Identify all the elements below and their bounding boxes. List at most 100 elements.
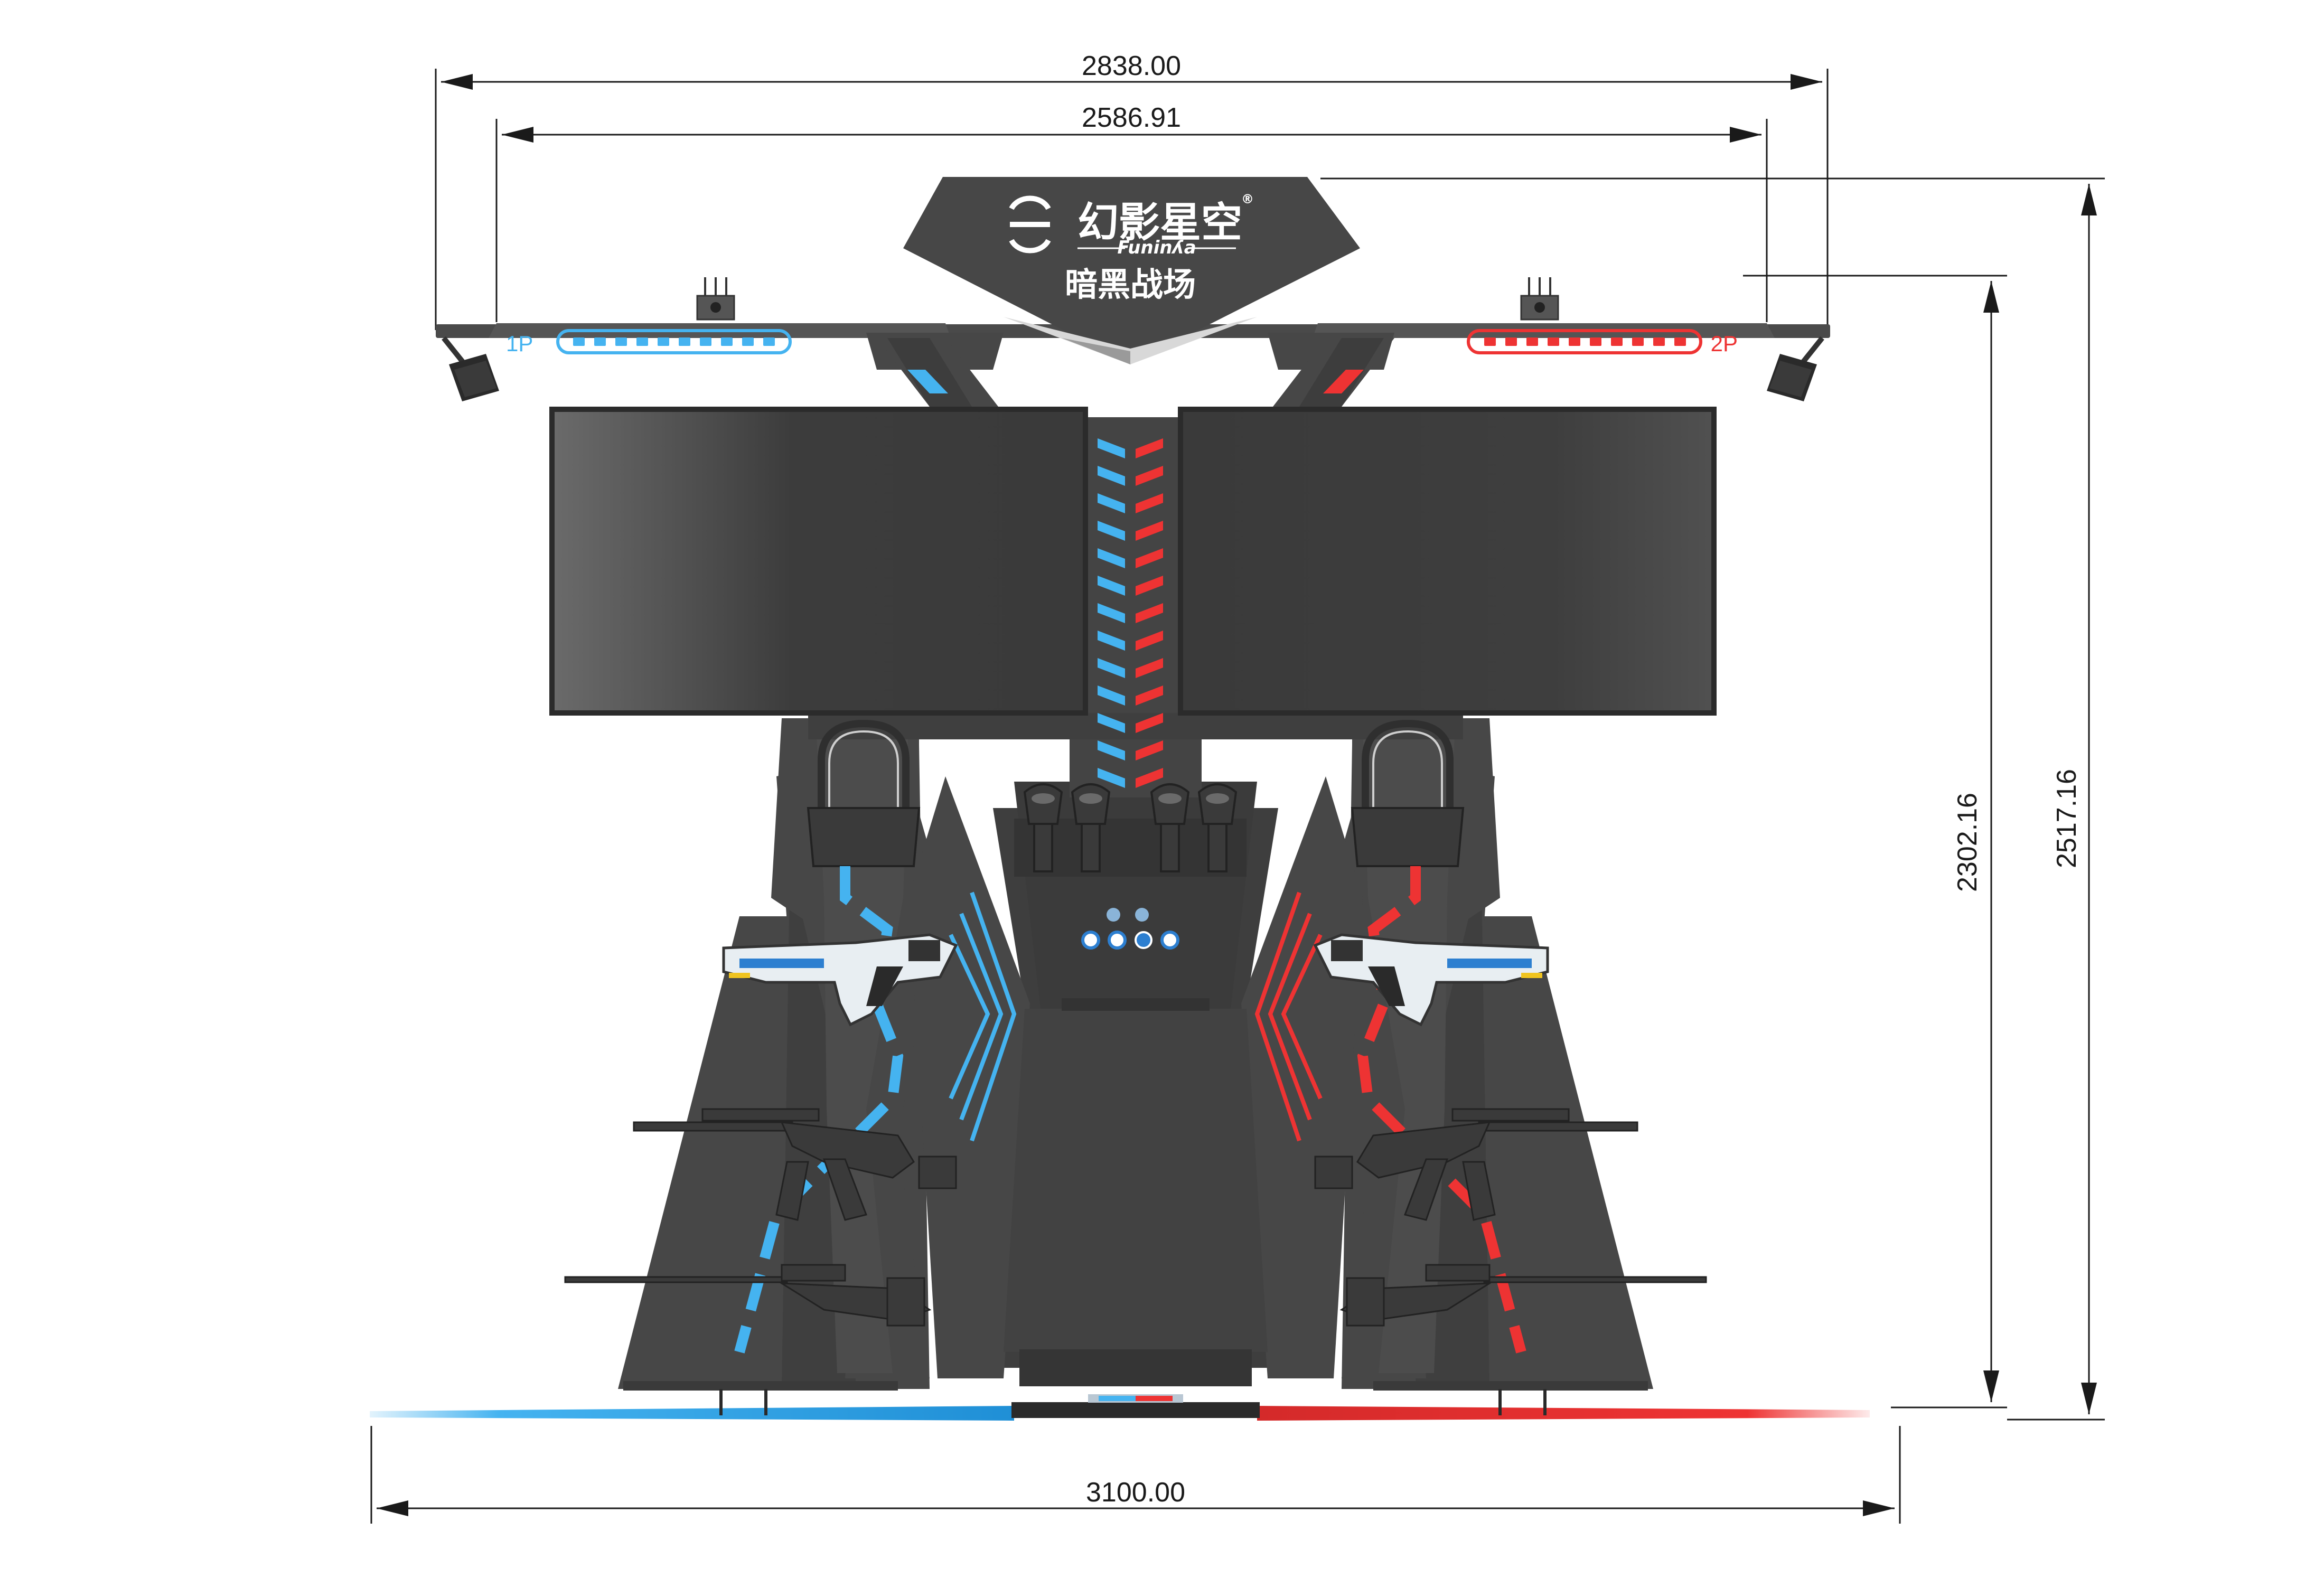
right-monitor xyxy=(1178,407,1717,716)
sci-fi-blaster-icon xyxy=(1313,933,1549,1027)
center-spine-chevrons xyxy=(1098,438,1163,788)
panel-button[interactable] xyxy=(1108,931,1127,950)
vr-controller-icon xyxy=(1197,783,1238,872)
sniper-rifle-icon xyxy=(1339,1264,1707,1327)
spine-chevron-red xyxy=(1136,438,1163,458)
spine-chevron-blue xyxy=(1098,740,1125,760)
spine-chevron-red xyxy=(1136,768,1163,788)
panel-button[interactable] xyxy=(1135,931,1152,949)
player-2-bar: 2P xyxy=(1467,329,1738,356)
p1-tower-chevrons xyxy=(949,891,1017,1142)
spine-chevron-red xyxy=(1136,740,1163,760)
p1-bar-dot xyxy=(636,337,648,346)
spine-chevron-blue xyxy=(1098,768,1125,788)
p1-arm-accent xyxy=(907,370,948,393)
base-station-icon xyxy=(696,277,735,321)
p2-bar-dot xyxy=(1484,337,1496,346)
spine-chevron-red xyxy=(1136,713,1163,733)
vr-headset-icon xyxy=(807,719,921,867)
dimension-overall-top xyxy=(435,69,1829,330)
p2-arm-accent xyxy=(1323,370,1364,393)
spine-chevron-blue xyxy=(1098,493,1125,513)
dimension-label-total-height: 2517.16 xyxy=(2051,769,2082,868)
floor-light-strip xyxy=(370,1394,1870,1421)
left-monitor xyxy=(549,407,1088,716)
p2-bar-dot xyxy=(1632,337,1644,346)
spine-chevron-blue xyxy=(1098,521,1125,541)
dimension-label-base: 3100.00 xyxy=(1086,1477,1185,1508)
spine-chevron-red xyxy=(1136,493,1163,513)
spine-chevron-red xyxy=(1136,521,1163,541)
p1-bar-dot xyxy=(742,337,754,346)
sign-game-title: 暗黑战场 xyxy=(1065,265,1196,304)
dimension-label-inner-top: 2586.91 xyxy=(1082,102,1181,133)
spine-chevron-red xyxy=(1136,658,1163,678)
p1-bar-dot xyxy=(679,337,690,346)
base-station-icon xyxy=(1520,277,1559,321)
button-panel xyxy=(1081,908,1179,950)
spine-chevron-blue xyxy=(1098,603,1125,623)
p2-bar-dot xyxy=(1526,337,1538,346)
panel-button[interactable] xyxy=(1160,931,1179,950)
spine-chevron-blue xyxy=(1098,713,1125,733)
sign-trademark: ® xyxy=(1241,192,1254,206)
spine-chevron-red xyxy=(1136,576,1163,596)
p1-bar-dot xyxy=(763,337,775,346)
left-side-tower xyxy=(771,718,940,1378)
camera-icon xyxy=(442,336,499,401)
spine-chevron-blue xyxy=(1098,685,1125,706)
p2-bar-dot xyxy=(1548,337,1559,346)
spine-chevron-blue xyxy=(1098,576,1125,596)
dimension-structure-height xyxy=(1743,275,2007,1408)
controller-dock xyxy=(1014,783,1247,877)
spine-chevron-blue xyxy=(1098,631,1125,651)
p1-bar-dot xyxy=(700,337,711,346)
assault-rifle-icon xyxy=(633,1108,957,1221)
spine-chevron-blue xyxy=(1098,466,1125,486)
right-side-tower xyxy=(1331,718,1500,1378)
cloud-swirl-logo-icon xyxy=(1009,195,1051,253)
spine-chevron-blue xyxy=(1098,658,1125,678)
p1-bar-dot xyxy=(615,337,627,346)
spine-chevron-red xyxy=(1136,603,1163,623)
spine-chevron-blue xyxy=(1098,438,1125,458)
panel-button[interactable] xyxy=(1081,931,1100,950)
p1-bar-dot xyxy=(594,337,606,346)
p2-bar-dot xyxy=(1590,337,1601,346)
p2-bar-dot xyxy=(1653,337,1665,346)
p2-bar-dot xyxy=(1569,337,1580,346)
p2-bar-dot xyxy=(1611,337,1623,346)
player-1-label: 1P xyxy=(506,331,533,356)
p1-bar-dot xyxy=(573,337,585,346)
player-2-label: 2P xyxy=(1711,331,1738,356)
dimension-total-height xyxy=(1320,177,2105,1421)
dimension-base xyxy=(370,1426,1901,1524)
p2-bar-dot xyxy=(1674,337,1686,346)
spine-chevron-blue xyxy=(1098,548,1125,568)
sign-brand-en: Funinʎa xyxy=(1117,237,1196,258)
spine-chevron-red xyxy=(1136,631,1163,651)
spine-chevron-red xyxy=(1136,685,1163,706)
vr-controller-icon xyxy=(1150,783,1190,872)
assault-rifle-icon xyxy=(1314,1108,1638,1221)
p2-path-stripe xyxy=(1357,866,1526,1354)
camera-icon xyxy=(1767,336,1824,401)
vr-controller-icon xyxy=(1071,783,1111,872)
dimension-label-structure-height: 2302.16 xyxy=(1952,793,1983,892)
p1-bar-dot xyxy=(658,337,669,346)
vr-headset-icon xyxy=(1351,719,1465,867)
dimension-inner-top xyxy=(495,119,1768,322)
p2-bar-dot xyxy=(1505,337,1517,346)
game-sign-board: 幻影星空 ® Funinʎa 暗黑战场 xyxy=(903,177,1360,364)
spine-chevron-red xyxy=(1136,548,1163,568)
vr-controller-icon xyxy=(1023,783,1063,872)
sci-fi-blaster-icon xyxy=(722,933,958,1027)
sniper-rifle-icon xyxy=(564,1264,932,1327)
spine-chevron-red xyxy=(1136,466,1163,486)
player-1-bar: 1P xyxy=(506,329,792,356)
dimension-label-overall-top: 2838.00 xyxy=(1082,51,1181,81)
p2-tower-chevrons xyxy=(1254,891,1323,1142)
sign-brand-cn: 幻影星空 xyxy=(1077,199,1242,247)
p1-bar-dot xyxy=(721,337,733,346)
